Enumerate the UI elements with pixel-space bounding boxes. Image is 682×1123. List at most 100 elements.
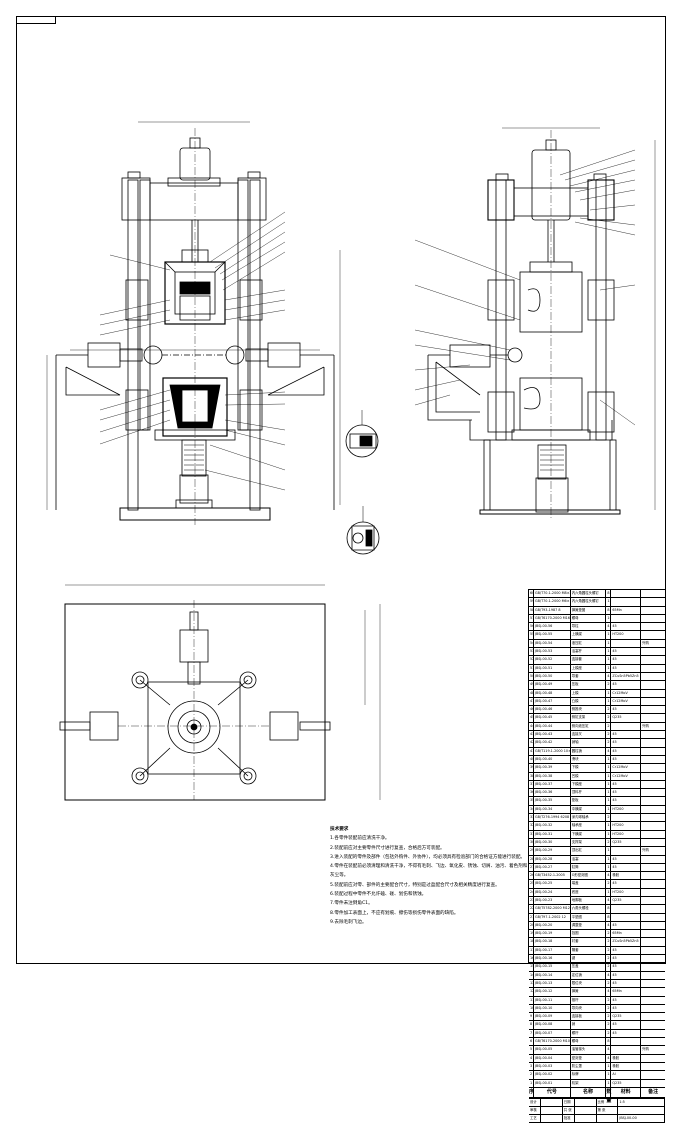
title-block-cell bbox=[575, 1106, 597, 1114]
bom-cell: JBSJ-00-20 bbox=[534, 921, 571, 930]
bom-cell: 顶料杆 bbox=[571, 789, 607, 797]
bom-cell bbox=[641, 714, 665, 721]
bom-cell: 45 bbox=[611, 996, 642, 1004]
bom-cell: JBSJ-00-24 bbox=[534, 888, 571, 896]
bom-cell: 1 bbox=[606, 664, 612, 672]
bom-cell: 1 bbox=[606, 772, 612, 780]
bom-cell: 51 bbox=[529, 664, 534, 672]
bom-cell: 1 bbox=[606, 888, 612, 896]
bom-cell bbox=[641, 681, 665, 688]
bom-cell: 30 bbox=[529, 838, 534, 847]
bom-cell bbox=[611, 814, 642, 822]
bom-cell: Q235 bbox=[611, 1079, 642, 1087]
bom-cell: JBSJ-00-55 bbox=[534, 631, 571, 639]
bom-cell bbox=[641, 623, 665, 630]
bom-cell: JBSJ-00-32 bbox=[534, 822, 571, 830]
bom-cell: 下模座 bbox=[571, 780, 607, 789]
bom-cell: JBSJ-00-09 bbox=[534, 1013, 571, 1021]
bom-cell: 上模座 bbox=[571, 664, 607, 672]
bom-cell: 1 bbox=[606, 648, 612, 656]
bom-cell: JBSJ-00-34 bbox=[534, 805, 571, 814]
bom-cell: 45 bbox=[611, 755, 642, 764]
bom-cell: HT200 bbox=[611, 830, 642, 838]
bom-header-material: 材料 bbox=[611, 1087, 642, 1097]
bom-cell bbox=[641, 1013, 665, 1020]
bom-cell bbox=[641, 590, 665, 597]
bom-cell: JBSJ-00-49 bbox=[534, 681, 571, 689]
bom-cell bbox=[641, 756, 665, 763]
bom-cell: 29 bbox=[529, 847, 534, 855]
bom-cell: 侧缸支架 bbox=[571, 714, 607, 722]
bom-header: 序 代号 名称 数量 材料 备注 bbox=[529, 1087, 665, 1104]
bom-cell bbox=[641, 914, 665, 921]
bom-cell: JBSJ-00-46 bbox=[534, 706, 571, 714]
bom-cell bbox=[641, 631, 665, 638]
bom-cell: 橡胶 bbox=[611, 872, 642, 880]
notes-line: 7.零件未注倒角C1。 bbox=[330, 901, 373, 907]
bom-cell: 1 bbox=[606, 697, 612, 706]
bom-cell: 侧向液压缸 bbox=[571, 722, 607, 731]
bom-cell: 缸筒 bbox=[571, 863, 607, 872]
bom-cell bbox=[641, 781, 665, 788]
bom-cell: JBSJ-00-11 bbox=[534, 996, 571, 1004]
bom-cell: 1 bbox=[606, 855, 612, 863]
bom-cell: 1 bbox=[606, 789, 612, 797]
bom-cell: 滑块 bbox=[571, 755, 607, 764]
bom-cell: 65Mn bbox=[611, 988, 642, 996]
bom-cell: 螺母 bbox=[571, 614, 607, 623]
bom-cell: 内六角圆柱头螺钉 bbox=[571, 590, 607, 598]
bom-cell: 衬套 bbox=[571, 938, 607, 946]
bom-cell: GB/T93-1987 8 bbox=[534, 606, 571, 614]
bom-cell bbox=[611, 1038, 642, 1046]
bom-cell: 56 bbox=[529, 623, 534, 631]
bom-cell: 导向块 bbox=[571, 1004, 607, 1013]
bom-cell: JBSJ-00-37 bbox=[534, 780, 571, 789]
bom-cell: 45 bbox=[611, 880, 642, 888]
bom-cell: 弹簧 bbox=[571, 988, 607, 996]
bom-cell: 47 bbox=[529, 697, 534, 706]
bom-cell: 2 bbox=[606, 930, 612, 938]
bom-cell bbox=[641, 930, 665, 937]
bom-cell: 2 bbox=[606, 955, 612, 963]
bom-cell: 2 bbox=[606, 938, 612, 946]
notes-title: 技术要求 bbox=[330, 827, 349, 832]
bom-cell: 限位块 bbox=[571, 979, 607, 988]
bom-cell: Q235 bbox=[611, 714, 642, 722]
bom-cell: Q235 bbox=[611, 838, 642, 847]
bom-cell bbox=[611, 847, 642, 855]
bom-cell: 销 bbox=[571, 1021, 607, 1029]
bom-cell: JBSJ-00-50 bbox=[534, 672, 571, 681]
bom-cell bbox=[641, 1030, 665, 1037]
bom-cell: 2 bbox=[606, 714, 612, 722]
bom-cell: 凹模 bbox=[571, 772, 607, 780]
bom-cell: 调整垫 bbox=[571, 921, 607, 930]
bom-cell: 53 bbox=[529, 648, 534, 656]
bom-cell bbox=[641, 988, 665, 995]
bom-cell: 内六角圆柱头螺钉 bbox=[571, 598, 607, 606]
bom-cell bbox=[641, 789, 665, 796]
bom-cell: 1 bbox=[606, 822, 612, 830]
bom-cell: 49 bbox=[529, 681, 534, 689]
bom-cell bbox=[641, 607, 665, 614]
bom-cell: 55 bbox=[529, 631, 534, 639]
bom-cell: 上横梁 bbox=[571, 631, 607, 639]
bom-cell: 41 bbox=[529, 747, 534, 755]
bom-cell bbox=[641, 889, 665, 896]
bom-cell: 65Mn bbox=[611, 606, 642, 614]
title-block-row: 审核共 张第 张 bbox=[529, 1106, 666, 1115]
bom-cell bbox=[641, 748, 665, 755]
notes-line: 8.零件加工表面上，不应有划痕、擦伤等损伤零件表面的缺陷。 bbox=[330, 910, 459, 916]
bom-cell bbox=[641, 822, 665, 829]
technical-notes: 技术要求 1.各零件装配前应清洗干净。 2.装配前应对主要零件尺寸进行复查，合格… bbox=[330, 825, 530, 927]
